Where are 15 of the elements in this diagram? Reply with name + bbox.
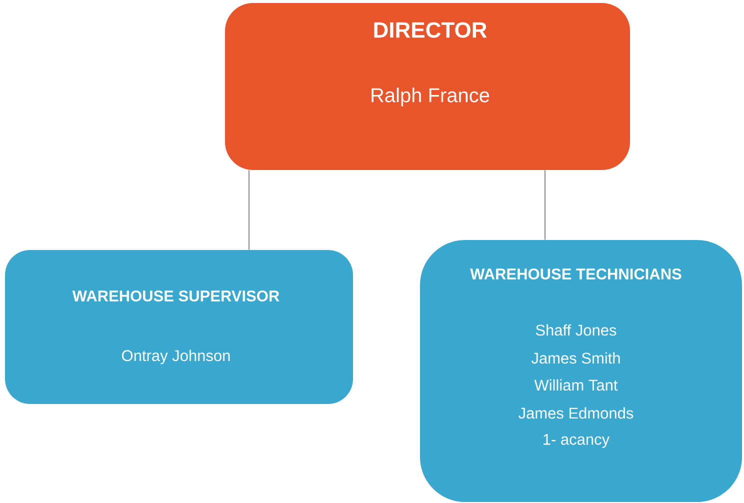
box-heading: WAREHOUSE TECHNICIANS <box>470 268 682 280</box>
name-text: 1- acancy <box>544 434 610 448</box>
role-box <box>5 250 353 404</box>
name-text: William Tant <box>534 379 618 391</box>
name-text: James Smith <box>531 352 620 364</box>
role-box <box>420 240 742 502</box>
role-box <box>225 3 630 170</box>
box-heading: DIRECTOR <box>374 22 487 38</box>
name-text: Shaff Jones <box>536 324 616 336</box>
name-text: Ralph France <box>372 88 490 106</box>
connector-line <box>544 170 546 240</box>
connector-line <box>248 170 250 250</box>
name-text: Ontray Johnson <box>122 350 230 364</box>
box-heading: WAREHOUSE SUPERVISOR <box>72 290 280 302</box>
name-text: James Edmonds <box>518 407 634 419</box>
